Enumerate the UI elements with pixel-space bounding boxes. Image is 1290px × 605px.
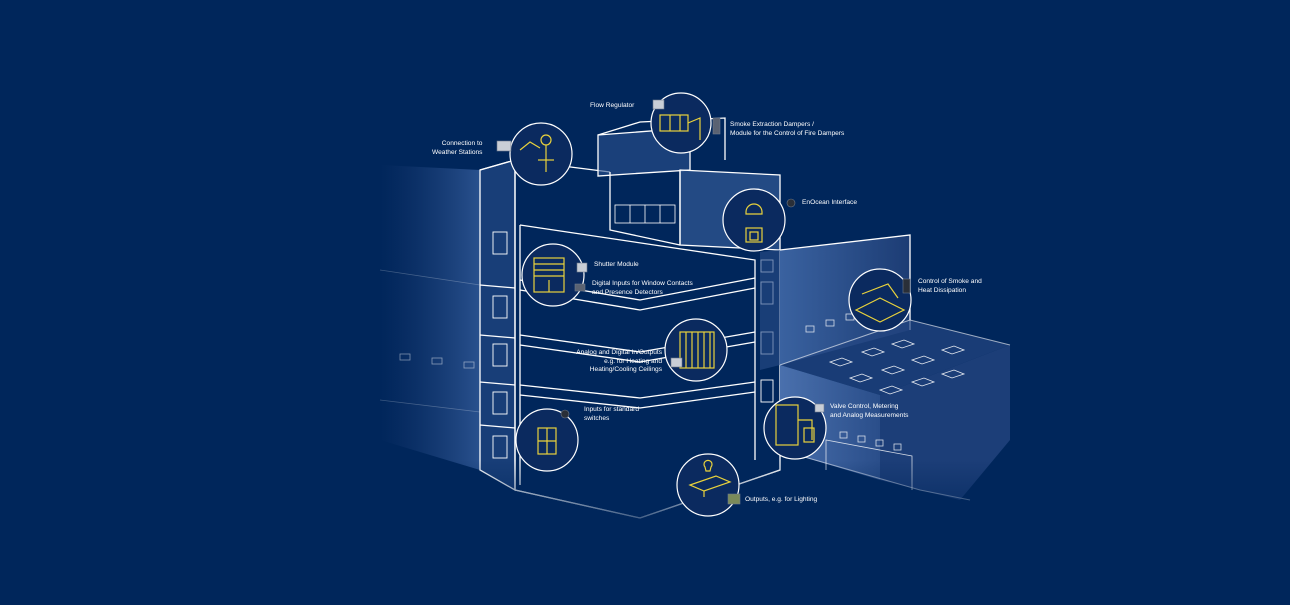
enocean-label: EnOcean Interface (802, 199, 857, 208)
standard-switches-line-2: switches (584, 414, 610, 422)
smoke-extraction-label: Smoke Extraction Dampers / Module for th… (730, 121, 844, 138)
valve-control-line-2: and Analog Measurements (830, 411, 909, 419)
lighting-callout (676, 453, 740, 517)
smoke-heat-line-1: Control of Smoke and (918, 278, 982, 285)
analog-digital-line-1: Analog and Digital In/Outputs (576, 349, 662, 356)
analog-digital-line-2: e.g. for Heating and (604, 357, 662, 365)
window-contacts-line-2: and Presence Detectors (592, 288, 663, 296)
smoke-heat-label: Control of Smoke and Heat Dissipation (918, 278, 982, 295)
enocean-callout (722, 188, 786, 252)
shutter-callout (521, 243, 585, 307)
weather-stations-line-2: Weather Stations (432, 148, 483, 156)
smoke-heat-line-2: Heat Dissipation (918, 286, 967, 294)
heating-callout (664, 318, 728, 382)
valve-callout (763, 396, 827, 460)
weather-stations-line-1: Connection to (441, 140, 483, 147)
flow-regulator-callout (650, 92, 712, 154)
weather-station-callout (509, 122, 573, 186)
flow-regulator-line-1: Flow Regulator (590, 102, 635, 109)
weather-stations-label: Connection to Weather Stations (432, 140, 482, 157)
lighting-line-1: Outputs, e.g. for Lighting (745, 496, 818, 503)
standard-switches-label: Inputs for standard switches (584, 406, 639, 423)
smoke-heat-callout (848, 268, 912, 332)
flow-regulator-label: Flow Regulator (590, 102, 634, 111)
shutter-module-label: Shutter Module (594, 261, 639, 270)
standard-switches-line-1: Inputs for standard (584, 406, 639, 413)
analog-digital-label: Analog and Digital In/Outputs e.g. for H… (576, 349, 662, 375)
window-contacts-line-1: Digital Inputs for Window Contacts (592, 280, 693, 287)
window-contacts-label: Digital Inputs for Window Contacts and P… (592, 280, 693, 297)
smoke-extraction-line-2: Module for the Control of Fire Dampers (730, 129, 845, 137)
device-modules (496, 99, 911, 505)
lighting-label: Outputs, e.g. for Lighting (745, 496, 817, 505)
shutter-module-line-1: Shutter Module (594, 261, 639, 268)
analog-digital-line-3: Heating/Cooling Ceilings (589, 366, 662, 374)
valve-control-line-1: Valve Control, Metering (830, 403, 899, 410)
valve-control-label: Valve Control, Metering and Analog Measu… (830, 403, 908, 420)
smoke-extraction-line-1: Smoke Extraction Dampers / (730, 121, 814, 128)
pictograms (519, 114, 906, 497)
enocean-line-1: EnOcean Interface (802, 199, 857, 206)
